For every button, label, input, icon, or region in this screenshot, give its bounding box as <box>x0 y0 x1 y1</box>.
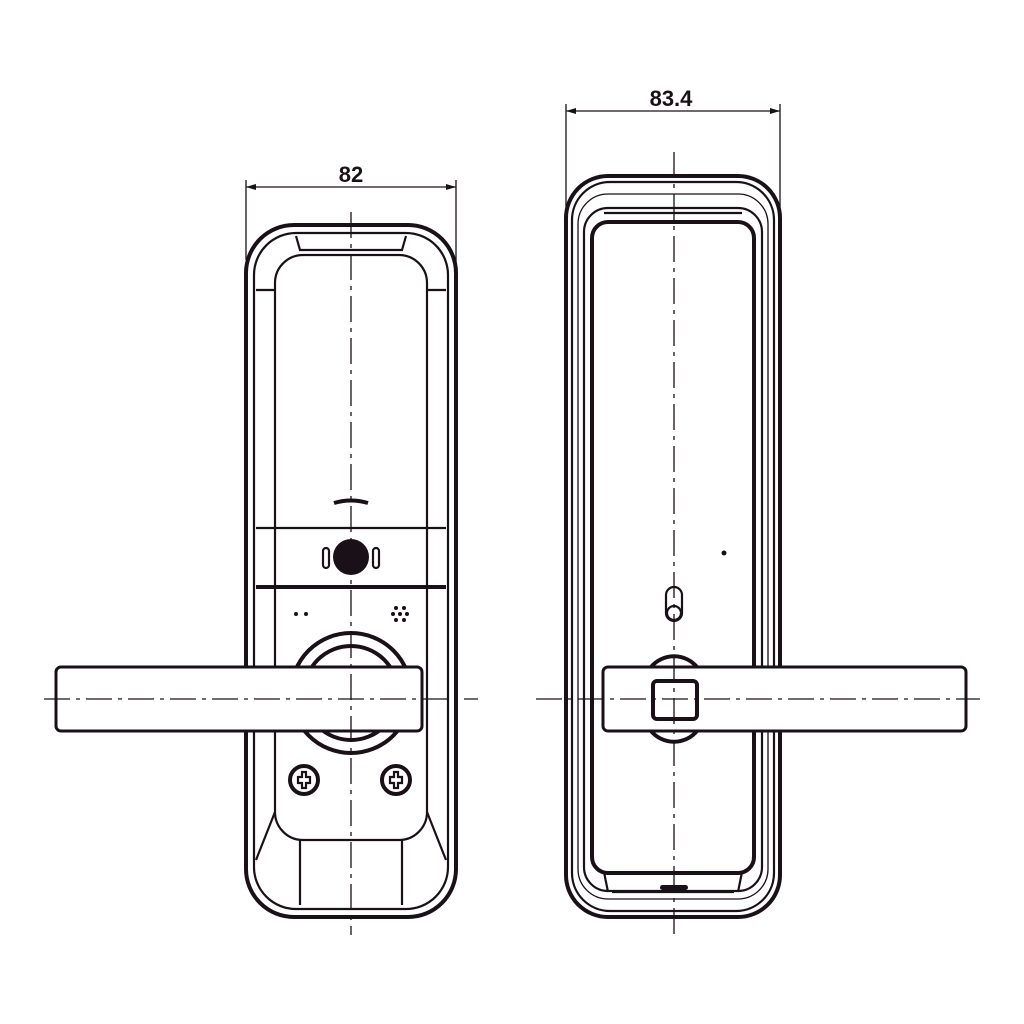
side-inner-panel <box>590 220 756 875</box>
screw-icon <box>288 764 320 796</box>
indicator-light-icon <box>333 498 369 505</box>
side-lever-handle <box>601 665 968 733</box>
speaker-dots-icon <box>391 606 409 622</box>
side-body-outline <box>564 174 782 919</box>
thumb-turn-icon <box>651 679 699 721</box>
front-view: 82 <box>44 162 478 935</box>
side-width-dimension: 83.4 <box>565 86 781 210</box>
front-width-label: 82 <box>339 162 363 187</box>
reset-hole-icon <box>721 550 727 556</box>
side-width-label: 83.4 <box>650 86 694 111</box>
front-width-dimension: 82 <box>245 162 457 280</box>
side-view: 83.4 <box>536 86 980 935</box>
microphone-dots-icon <box>294 612 308 616</box>
screw-icon <box>380 764 412 796</box>
